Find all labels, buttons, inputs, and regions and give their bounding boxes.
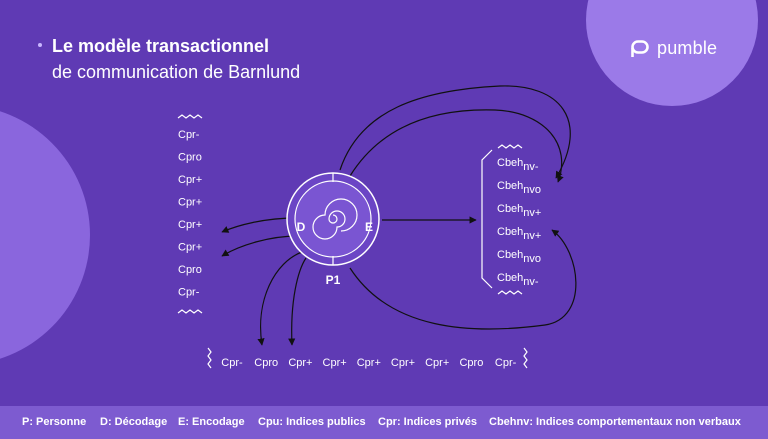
squiggle-left-bottom — [177, 309, 203, 314]
legend-item: Cpr: Indices privés — [378, 416, 478, 428]
right-cue-base: Cbeh — [497, 272, 523, 284]
right-cue-base: Cbeh — [497, 226, 523, 238]
brand-logo: pumble — [631, 38, 717, 59]
bottom-cue-label: Cpr+ — [425, 357, 449, 369]
arrow-bottom-loop — [349, 229, 577, 330]
legend-item: D: Décodage — [100, 416, 168, 428]
left-cue-label: Cpr+ — [178, 174, 202, 186]
bottom-cue-label: Cpr- — [221, 357, 243, 369]
bottom-cue-label: Cpr+ — [391, 357, 415, 369]
left-cue-label: Cpr- — [178, 287, 200, 299]
page-title: Le modèle transactionnel — [52, 36, 270, 56]
left-cue-label: Cpro — [178, 264, 202, 276]
left-cue-label: Cpr+ — [178, 242, 202, 254]
right-cue-subscript: nv+ — [523, 207, 541, 219]
connectors — [221, 85, 577, 346]
decorative-blob-left — [0, 111, 90, 359]
right-cue-base: Cbeh — [497, 203, 523, 215]
arrow-to-bottom-1 — [257, 251, 303, 346]
arrow-to-left-1 — [221, 217, 297, 233]
person-inner-circle — [294, 180, 372, 258]
brand-name: pumble — [657, 38, 718, 58]
legend-item: P: Personne — [22, 416, 87, 428]
left-cue-label: Cpr- — [178, 129, 200, 141]
right-cue-subscript: nv- — [523, 161, 539, 173]
squiggle-left-top — [177, 114, 203, 119]
right-cue-label: Cbehnv- — [497, 272, 539, 288]
right-cue-base: Cbeh — [497, 249, 523, 261]
spiral-icon — [312, 198, 358, 240]
legend-footer: P: Personne D: Décodage E: Encodage Cpu: In… — [0, 406, 768, 439]
legend-item: Cpu: Indices publics — [258, 416, 366, 428]
arrow-top-inner — [349, 109, 564, 183]
squiggle-right-top — [497, 144, 523, 149]
decorative-blob-top-right — [586, 0, 758, 106]
right-cue-subscript: nvo — [523, 184, 541, 196]
right-cue-label: Cbehnv+ — [497, 203, 541, 219]
arrow-top-outer — [339, 85, 571, 179]
right-cue-base: Cbeh — [497, 157, 523, 169]
squiggle-bottom-right — [523, 347, 528, 369]
right-cue-label: Cbehnvo — [497, 249, 541, 265]
squiggle-right-bottom — [497, 290, 523, 295]
right-cue-list: Cbehnv-CbehnvoCbehnv+Cbehnv+CbehnvoCbehn… — [497, 157, 541, 288]
bottom-cue-label: Cpr- — [495, 357, 517, 369]
bottom-cue-label: Cpro — [254, 357, 278, 369]
right-cue-subscript: nv+ — [523, 230, 541, 242]
left-cue-label: Cpro — [178, 152, 202, 164]
squiggle-bottom-left — [207, 347, 212, 369]
right-bracket — [481, 149, 493, 289]
arrow-to-bottom-2 — [288, 257, 307, 346]
right-cue-label: Cbehnv+ — [497, 226, 541, 242]
right-cue-subscript: nvo — [523, 253, 541, 265]
decode-letter: D — [297, 220, 306, 234]
left-cue-label: Cpr+ — [178, 197, 202, 209]
person-label: P1 — [326, 273, 341, 287]
bottom-cue-label: Cpro — [459, 357, 483, 369]
legend-item: E: Encodage — [178, 416, 245, 428]
encode-letter: E — [365, 220, 373, 234]
right-cue-subscript: nv- — [523, 276, 539, 288]
legend-item: Cbehnv: Indices comportementaux non verb… — [489, 416, 741, 428]
person-node: D E P1 — [286, 172, 380, 287]
arrow-to-left-2 — [221, 235, 299, 257]
bottom-cue-label: Cpr+ — [323, 357, 347, 369]
right-cue-label: Cbehnv- — [497, 157, 539, 173]
page-subtitle: de communication de Barnlund — [52, 62, 301, 82]
right-cue-base: Cbeh — [497, 180, 523, 192]
pumble-logo-icon — [631, 39, 649, 57]
title-bullet — [38, 43, 42, 47]
bottom-cue-label: Cpr+ — [357, 357, 381, 369]
left-cue-label: Cpr+ — [178, 219, 202, 231]
right-cue-label: Cbehnvo — [497, 180, 541, 196]
bottom-cue-list: Cpr- Cpro Cpr+ Cpr+ Cpr+ Cpr+ Cpr+ Cpro Cpr- — [221, 357, 516, 369]
bottom-cue-label: Cpr+ — [288, 357, 312, 369]
